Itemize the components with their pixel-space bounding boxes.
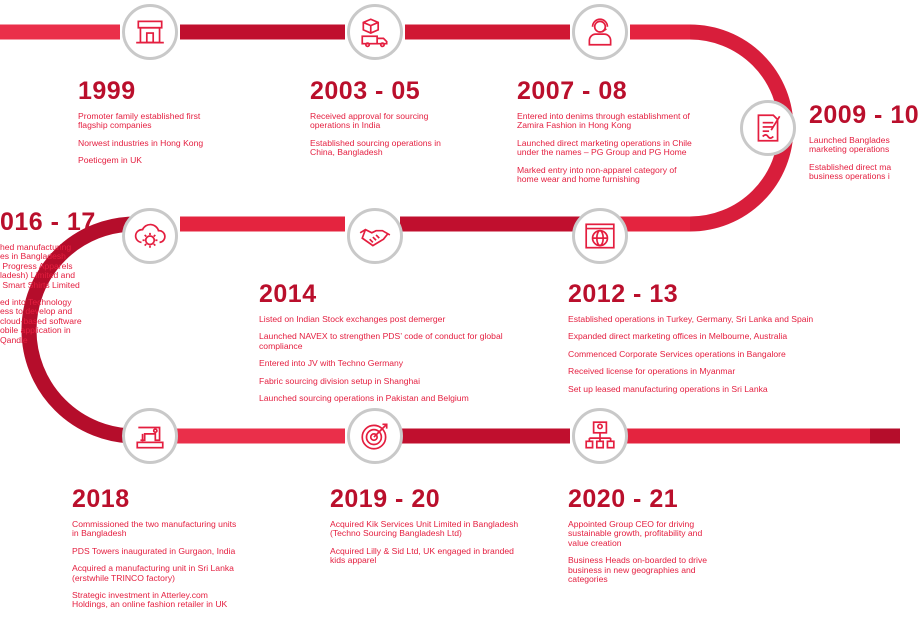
milestone-item: Entered into denims through establishmen…: [517, 111, 690, 131]
sewing-machine-icon: [122, 408, 178, 464]
milestone-item: Commissioned the two manufacturing units…: [72, 519, 237, 539]
milestone-item: Established sourcing operations in China…: [310, 137, 441, 158]
milestone-year: 2014: [259, 280, 317, 308]
milestone-item: Launched direct marketing operations in …: [517, 137, 692, 158]
milestone-item: Marked entry into non-apparel category o…: [517, 164, 677, 185]
org-chart-icon: [572, 408, 628, 464]
target-icon: [347, 408, 403, 464]
milestone-item: Launched NAVEX to strengthen PDS’ code o…: [259, 331, 503, 351]
milestone-item: Launched Banglades marketing operations: [809, 135, 890, 155]
milestone-item: Expanded direct marketing offices in Mel…: [568, 331, 788, 342]
milestone-item: Commenced Corporate Services operations …: [568, 348, 786, 359]
contract-icon: [740, 100, 796, 156]
cloud-gear-icon: [122, 208, 178, 264]
milestone-item: Promoter family established first flagsh…: [78, 111, 201, 131]
milestone-2019-20: 2019 - 20 Acquired Kik Services Unit Lim…: [330, 485, 518, 574]
milestone-item: Received approval for sourcing operation…: [310, 111, 429, 131]
milestone-item: Acquired Kik Services Unit Limited in Ba…: [330, 519, 519, 539]
milestone-2020-21: 2020 - 21 Appointed Group CEO for drivin…: [568, 485, 707, 592]
milestone-2009-10: 2009 - 10 Launched Banglades marketing o…: [809, 101, 919, 190]
milestone-year: 1999: [78, 77, 136, 105]
milestone-year: 2003 - 05: [310, 77, 421, 105]
milestone-year: 2012 - 13: [568, 280, 679, 308]
milestone-item: Poeticgem in UK: [78, 155, 143, 166]
milestone-2012-13: 2012 - 13 Established operations in Turk…: [568, 280, 813, 402]
milestone-item: Appointed Group CEO for driving sustaina…: [568, 519, 703, 548]
milestone-item: Business Heads on-boarded to drive busin…: [568, 555, 708, 585]
milestone-item: Acquired Lilly & Sid Ltd, UK engaged in …: [330, 545, 514, 566]
milestone-2016-17: 016 - 17 hed manufacturing es in Banglad…: [0, 208, 96, 353]
milestone-1999: 1999 Promoter family established first f…: [78, 77, 203, 174]
milestone-year: 016 - 17: [0, 208, 96, 236]
milestone-item: Fabric sourcing division setup in Shangh…: [259, 375, 420, 386]
milestone-item: PDS Towers inaugurated in Gurgaon, India: [72, 545, 236, 556]
milestone-year: 2009 - 10: [809, 101, 919, 129]
milestone-item: Received license for operations in Myanm…: [568, 366, 736, 377]
milestone-item: ed into Technology ess to develop and cl…: [0, 297, 82, 345]
milestone-item: Norwest industries in Hong Kong: [78, 137, 204, 148]
milestone-item: Set up leased manufacturing operations i…: [568, 383, 768, 394]
milestone-2014: 2014 Listed on Indian Stock exchanges po…: [259, 280, 503, 411]
milestone-year: 2020 - 21: [568, 485, 679, 513]
handshake-icon: [347, 208, 403, 264]
support-agent-icon: [572, 4, 628, 60]
milestone-item: Strategic investment in Atterley.com Hol…: [72, 590, 228, 610]
milestone-item: Established direct ma business operation…: [809, 161, 892, 182]
storefront-icon: [122, 4, 178, 60]
milestone-2018: 2018 Commissioned the two manufacturing …: [72, 485, 236, 618]
milestone-2007-08: 2007 - 08 Entered into denims through es…: [517, 77, 692, 192]
milestone-item: Established operations in Turkey, German…: [568, 314, 814, 324]
milestone-item: Entered into JV with Techno Germany: [259, 358, 404, 369]
milestone-item: hed manufacturing es in Bangladesh Progr…: [0, 242, 80, 290]
milestone-item: Launched sourcing operations in Pakistan…: [259, 393, 469, 404]
milestone-item: Listed on Indian Stock exchanges post de…: [259, 314, 446, 324]
milestone-item: Acquired a manufacturing unit in Sri Lan…: [72, 563, 234, 583]
milestone-year: 2007 - 08: [517, 77, 628, 105]
milestone-year: 2019 - 20: [330, 485, 441, 513]
delivery-box-icon: [347, 4, 403, 60]
milestone-year: 2018: [72, 485, 130, 513]
global-web-icon: [572, 208, 628, 264]
milestone-2003-05: 2003 - 05 Received approval for sourcing…: [310, 77, 441, 166]
